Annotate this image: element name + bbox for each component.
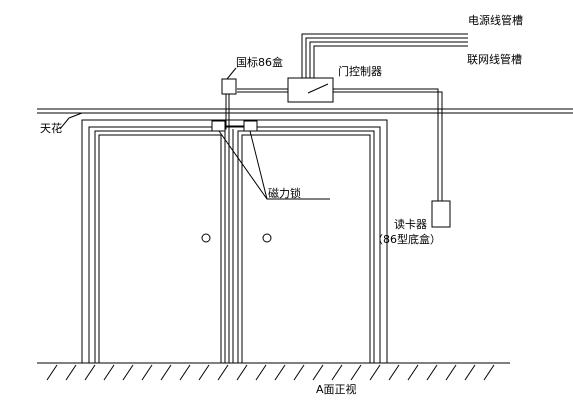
power-conduit-label: 电源线管槽 [468, 14, 523, 27]
ground-hatch-stroke [255, 364, 267, 381]
ceiling-label: 天花 [40, 122, 62, 135]
ground-hatch-stroke [122, 364, 134, 381]
ground-hatch-stroke [293, 364, 305, 381]
door-frame-inner [88, 126, 381, 363]
ground-hatch-stroke [65, 364, 77, 381]
power-conduit-line-1 [301, 33, 468, 84]
lock-leader-right [249, 130, 268, 200]
controller-leader [307, 83, 329, 94]
ground-hatch-stroke [350, 364, 362, 381]
ceiling-leader-2 [68, 112, 83, 119]
door-controller-symbol [287, 77, 334, 103]
ground-hatch-stroke [483, 364, 495, 381]
right-door-knob [262, 233, 272, 243]
ground-hatch-stroke [160, 364, 172, 381]
card-reader-box-label: （86型底盒） [372, 233, 441, 246]
card-reader-symbol [431, 200, 451, 228]
box86-label: 国标86盒 [236, 56, 283, 69]
ground-hatch-stroke [141, 364, 153, 381]
reader-cable-1 [333, 88, 439, 203]
ground-hatch-stroke [388, 364, 400, 381]
power-conduit-line-2 [305, 37, 468, 84]
ground-hatch-stroke [312, 364, 324, 381]
ground-hatch-stroke [464, 364, 476, 381]
ground-hatch-stroke [369, 364, 381, 381]
ground-hatch-stroke [217, 364, 229, 381]
conduit-lines [301, 33, 468, 84]
ground-hatch-stroke [179, 364, 191, 381]
ground-hatch-stroke [445, 364, 457, 381]
box86-leader [226, 67, 237, 80]
magnetic-lock-right [243, 120, 258, 132]
ground-hatch-stroke [331, 364, 343, 381]
view-title: A面正视 [316, 383, 357, 396]
network-conduit-line-1 [309, 41, 468, 84]
ceiling-leader [59, 117, 70, 130]
magnetic-lock-left [211, 120, 226, 132]
ground-hatching [46, 364, 495, 381]
reader-cable-2 [333, 91, 443, 203]
ground-hatch-stroke [407, 364, 419, 381]
left-door-leaf [94, 130, 226, 364]
ground-hatch-stroke [46, 364, 58, 381]
card-reader-label: 读卡器 [394, 218, 427, 231]
ground-hatch-stroke [103, 364, 115, 381]
ground-hatch-stroke [84, 364, 96, 381]
ground-hatch-stroke [274, 364, 286, 381]
door-frame-outer [81, 119, 388, 363]
left-door-knob [201, 233, 211, 243]
ground-hatch-stroke [426, 364, 438, 381]
door-controller-label: 门控制器 [338, 65, 382, 78]
network-conduit-line-2 [313, 45, 468, 84]
box86-symbol [221, 78, 237, 95]
ground-hatch-stroke [198, 364, 210, 381]
network-conduit-label: 联网线管槽 [467, 53, 522, 66]
ground-hatch-stroke [236, 364, 248, 381]
magnetic-lock-label: 磁力锁 [268, 187, 301, 200]
right-door-leaf [237, 130, 375, 364]
